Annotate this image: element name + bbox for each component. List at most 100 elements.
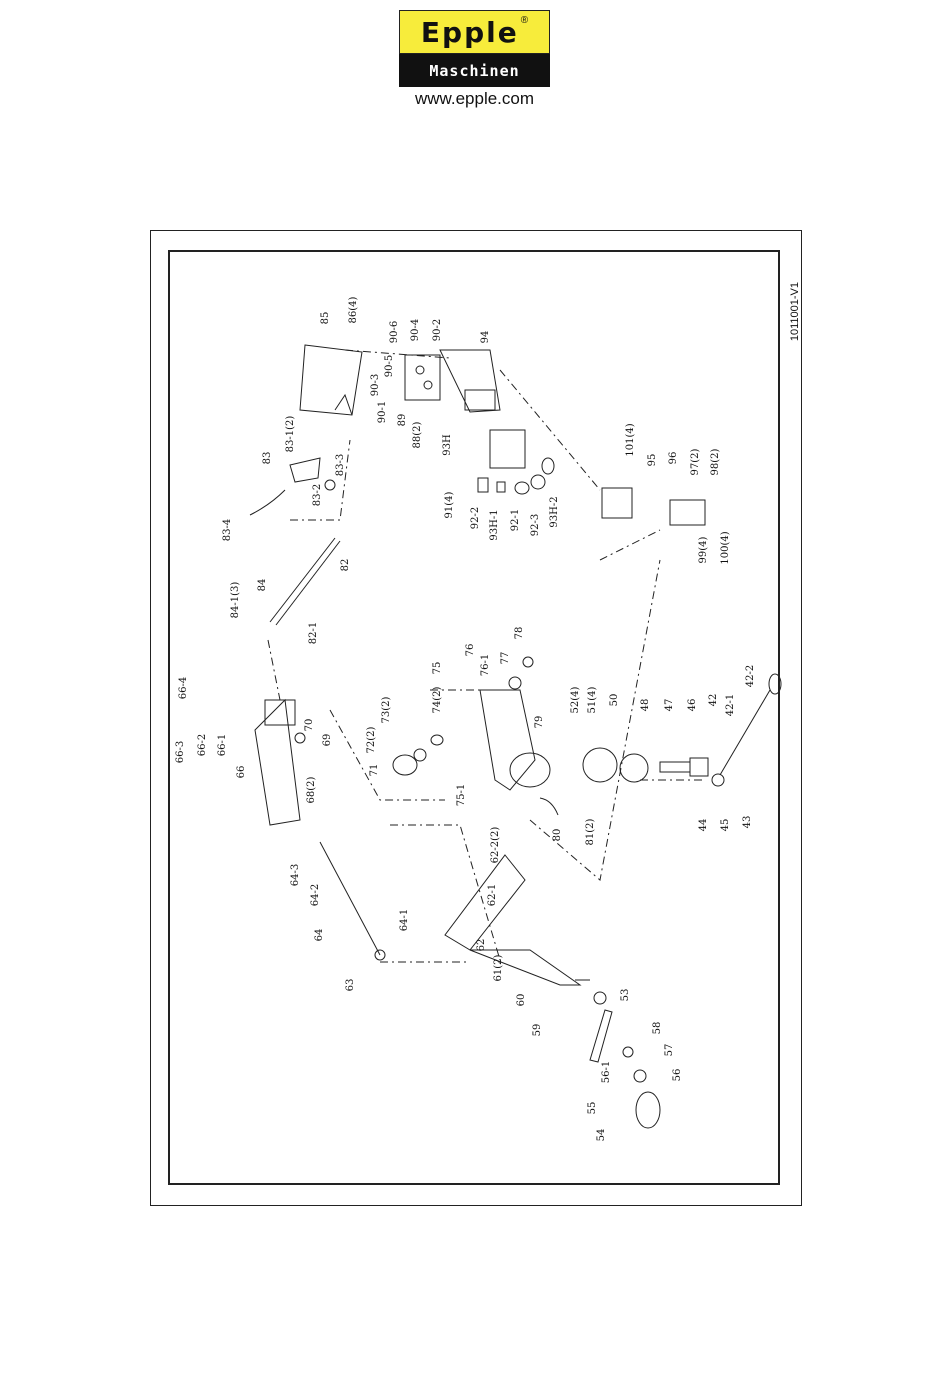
part-label: 82-1	[308, 622, 319, 644]
part-label: 99(4)	[698, 536, 709, 563]
handwheel-54-shape	[635, 1091, 661, 1129]
brand-name: Epple	[420, 15, 519, 49]
part-label: 75-1	[456, 784, 467, 806]
shaft-47-shape	[659, 761, 691, 773]
part-label: 69	[322, 734, 333, 747]
cover-85-fold	[334, 393, 353, 416]
part-label: 52(4)	[570, 686, 581, 713]
gear-57-shape	[633, 1069, 647, 1083]
part-label: 92-3	[530, 514, 541, 536]
part-label: 98(2)	[710, 448, 721, 475]
part-label: 55	[587, 1102, 598, 1115]
knob-83-3-shape	[324, 479, 336, 491]
part-label: 97(2)	[690, 448, 701, 475]
part-label: 63	[345, 979, 356, 992]
part-label: 83-4	[222, 519, 233, 541]
part-label: 92-1	[510, 509, 521, 531]
part-label: 50	[609, 694, 620, 707]
part-label: 58	[652, 1022, 663, 1035]
nut-58-shape	[622, 1046, 634, 1058]
part-label: 51(4)	[587, 686, 598, 713]
wheel-50-shape	[582, 747, 618, 783]
guide-82-line-1	[269, 537, 336, 623]
scale-80-shape	[539, 797, 559, 816]
frame-66-head	[264, 699, 296, 726]
part-label: 93H	[442, 434, 453, 456]
part-label: 61(2)	[493, 954, 504, 981]
part-label: 79	[534, 716, 545, 729]
stand-94-base	[464, 389, 496, 411]
part-label: 83-2	[312, 484, 323, 506]
bracket-96-shape	[669, 499, 706, 526]
part-label: 90-2	[432, 319, 443, 341]
part-label: 66	[236, 766, 247, 779]
part-label: 86(4)	[348, 296, 359, 323]
bracket-59-shape	[589, 1009, 613, 1063]
registered-mark: ®	[520, 14, 529, 26]
brand-url[interactable]: www.epple.com	[414, 89, 535, 108]
part-label: 81(2)	[585, 818, 596, 845]
knob-71-shape	[392, 754, 418, 776]
switch-shape-1	[415, 365, 425, 375]
part-label: 72(2)	[366, 726, 377, 753]
guide-82-line-2	[275, 540, 341, 626]
screw-42-shape	[719, 689, 771, 776]
part-label: 83-3	[335, 454, 346, 476]
switch-shape-2	[423, 380, 433, 390]
knob-93h-1-shape	[496, 481, 506, 493]
part-label: 45	[720, 819, 731, 832]
part-label: 90-3	[370, 374, 381, 396]
part-label: 62-1	[487, 884, 498, 906]
frame-66-shape	[254, 698, 301, 826]
part-label: 64-2	[310, 884, 321, 906]
part-label: 54	[596, 1129, 607, 1142]
sleeve-60-shape	[593, 991, 607, 1005]
part-label: 64	[314, 929, 325, 942]
drawing-inner-frame	[168, 250, 780, 1185]
bearing-63-shape	[374, 949, 386, 961]
part-label: 66-2	[197, 734, 208, 756]
washer-72-shape	[413, 748, 427, 762]
part-label: 62	[476, 939, 487, 952]
part-label: 84-1(3)	[230, 582, 241, 619]
nut-44-shape	[711, 773, 725, 787]
part-label: 74(2)	[432, 686, 443, 713]
knob-92-1-shape	[514, 481, 530, 495]
part-label: 43	[742, 816, 753, 829]
brand-logo-bottom: Maschinen	[399, 54, 550, 87]
part-label: 76-1	[480, 654, 491, 676]
part-label: 75	[432, 662, 443, 675]
part-label: 42	[708, 694, 719, 707]
part-label: 46	[687, 699, 698, 712]
part-label: 95	[647, 454, 658, 467]
control-box-shape	[404, 354, 441, 401]
part-label: 82	[340, 559, 351, 572]
part-label: 77	[500, 652, 511, 665]
part-label: 100(4)	[720, 531, 731, 564]
ring-48-shape	[619, 753, 649, 783]
part-label: 71	[369, 764, 380, 777]
part-label: 47	[664, 699, 675, 712]
part-label: 90-4	[410, 319, 421, 341]
part-label: 73(2)	[381, 696, 392, 723]
part-label: 60	[516, 994, 527, 1007]
body-79-shape	[479, 689, 536, 791]
part-label: 83-1(2)	[285, 416, 296, 453]
diagram-shapes	[249, 344, 782, 1129]
dash-leaders	[267, 349, 705, 963]
part-label: 66-3	[175, 741, 186, 763]
post-95-shape	[601, 487, 633, 519]
knob-92-3-shape	[530, 474, 546, 490]
part-label: 85	[320, 312, 331, 325]
part-label: 88(2)	[412, 421, 423, 448]
part-label: 93H-1	[489, 509, 500, 540]
brand-logo-top: Epple®	[399, 10, 550, 54]
part-label: 78	[514, 627, 525, 640]
part-label: 56-1	[601, 1061, 612, 1083]
bushing-46-shape	[689, 757, 709, 777]
part-label: 84	[257, 579, 268, 592]
part-label: 62-2(2)	[490, 827, 501, 864]
bearing-79-shape	[509, 752, 551, 788]
gearbox-93h-shape	[489, 429, 526, 469]
washer-73-shape	[430, 734, 444, 746]
